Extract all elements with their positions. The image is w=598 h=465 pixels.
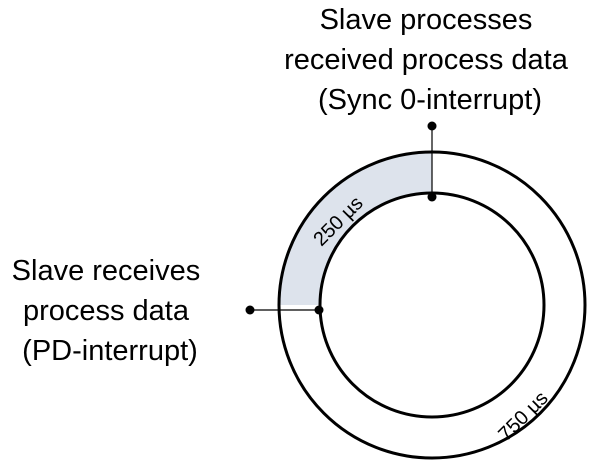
pd-ring-dot <box>314 305 324 315</box>
sync0-callout: Slave processes received process data (S… <box>284 4 576 116</box>
pd-callout-line-3: (PD-interrupt) <box>22 335 198 367</box>
sync0-callout-line-3: (Sync 0-interrupt) <box>318 84 542 116</box>
pd-callout: Slave receives process data (PD-interrup… <box>12 255 209 367</box>
pd-callout-line-2: process data <box>23 295 190 327</box>
sync0-ring-dot <box>427 192 437 202</box>
sync0-callout-line-1: Slave processes <box>320 4 533 36</box>
sync0-callout-line-2: received process data <box>284 44 569 76</box>
segment-label-750us: 750 µs <box>494 387 552 445</box>
pd-label-dot <box>245 305 255 315</box>
sync0-label-dot <box>427 121 437 131</box>
inner-ring <box>318 191 546 419</box>
pd-callout-line-1: Slave receives <box>12 255 201 287</box>
highlight-segment-250us <box>279 152 432 305</box>
